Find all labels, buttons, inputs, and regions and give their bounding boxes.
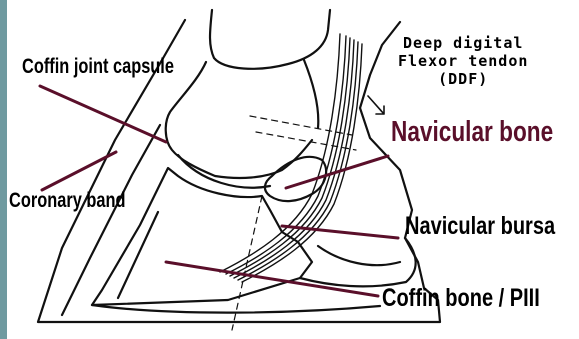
label-coronary-band: Coronary band [9, 190, 126, 211]
leader-coronary [42, 152, 116, 190]
coffin-joint [178, 155, 270, 188]
leader-navicular-bursa [282, 226, 398, 238]
label-coffin-bone: Coffin bone / PIII [382, 286, 540, 311]
ddf-tendon [220, 34, 362, 282]
label-navicular-bursa: Navicular bursa [405, 214, 555, 239]
label-navicular-bone: Navicular bone [391, 118, 553, 147]
label-ddf-line3: (DDF) [398, 70, 528, 88]
label-coffin-joint-capsule: Coffin joint capsule [22, 56, 174, 77]
label-ddf-line2: Flexor tendon [398, 52, 528, 70]
pastern-bone [210, 10, 330, 69]
label-ddf-line1: Deep digital [398, 34, 528, 52]
label-ddf: Deep digital Flexor tendon (DDF) [398, 34, 528, 88]
leader-coffin-bone [166, 262, 378, 296]
leader-coffin-joint [40, 86, 166, 142]
